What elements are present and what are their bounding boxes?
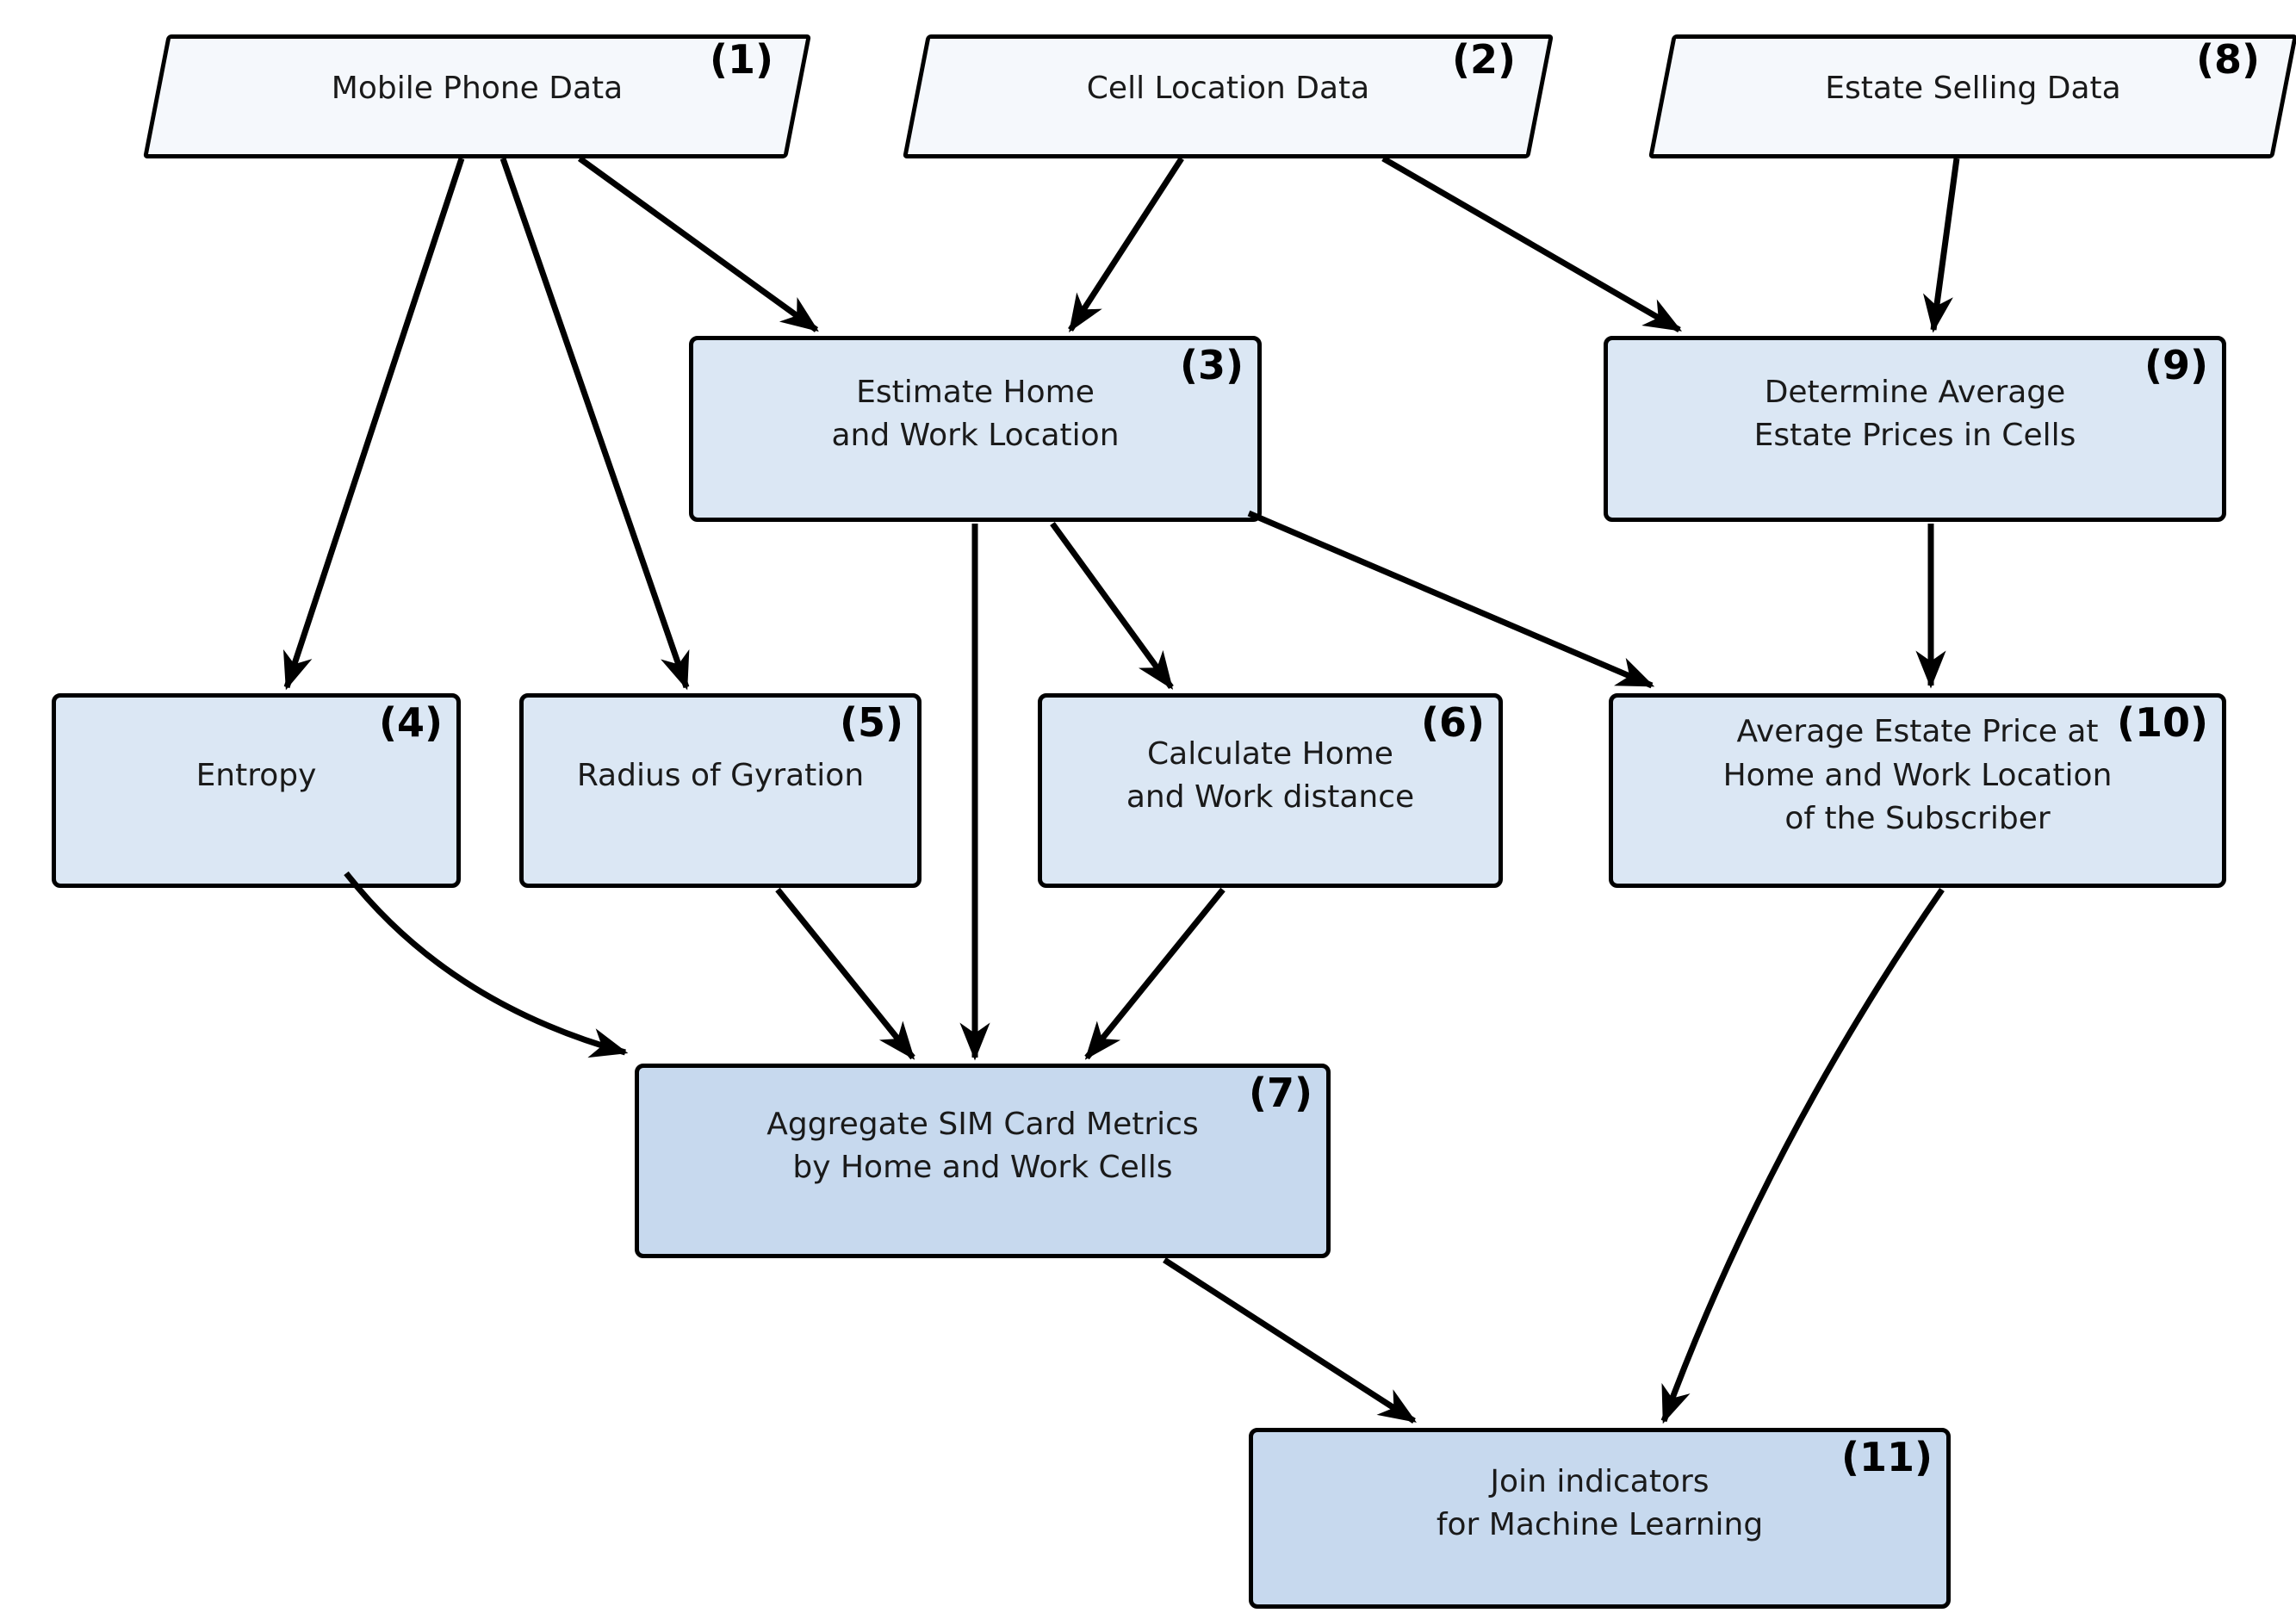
edge-mobile-phone-data-to-estimate-home-work-location [577, 156, 819, 332]
edge-cell-location-data-to-determine-average-estate-prices [1381, 155, 1683, 333]
node-content: Estate Selling Data [1660, 34, 2286, 158]
step-number-badge: (10) [2116, 699, 2208, 746]
edge-mobile-phone-data-to-entropy [282, 157, 465, 691]
edge-cell-location-data-to-estimate-home-work-location [1068, 157, 1184, 332]
step-number-badge: (8) [2195, 36, 2260, 83]
node-label: Determine Average Estate Prices in Cells [1753, 374, 2076, 453]
node-label: Radius of Gyration [576, 757, 865, 793]
step-number-badge: (4) [378, 699, 443, 746]
node-aggregate-sim-card-metrics: (7) Aggregate SIM Card Metrics by Home an… [635, 1064, 1331, 1258]
node-estate-selling-data: (8) Estate Selling Data [1648, 34, 2296, 158]
node-estimate-home-work-location: (3) Estimate Home and Work Location [689, 336, 1262, 522]
node-cell-location-data: (2) Cell Location Data [903, 34, 1554, 158]
node-calculate-home-work-distance: (6)Calculate Home and Work distance [1038, 693, 1503, 888]
node-label: Estate Selling Data [1825, 70, 2121, 106]
node-content: Aggregate SIM Card Metrics by Home and W… [639, 1068, 1326, 1254]
node-content: Radius of Gyration [524, 698, 917, 884]
step-number-badge: (7) [1248, 1070, 1312, 1116]
node-mobile-phone-data: (1) Mobile Phone Data [143, 34, 811, 158]
edge-estimate-home-work-location-to-calculate-home-work-distance [1050, 521, 1174, 690]
node-content: Determine Average Estate Prices in Cells [1608, 340, 2222, 518]
edge-radius-of-gyration-to-aggregate-sim-card-metrics [775, 887, 915, 1060]
node-determine-average-estate-prices: (9) Determine Average Estate Prices in Ce… [1604, 336, 2226, 522]
node-content: Average Estate Price at Home and Work Lo… [1613, 698, 2222, 884]
node-join-indicators-ml: (11) Join indicators for Machine Learning [1249, 1428, 1951, 1609]
edge-calculate-home-work-distance-to-aggregate-sim-card-metrics [1084, 887, 1226, 1060]
node-radius-of-gyration: (5) Radius of Gyration [519, 693, 922, 888]
node-entropy: (4) Entropy [52, 693, 461, 888]
node-label: Aggregate SIM Card Metrics by Home and W… [766, 1106, 1199, 1185]
node-label: Estimate Home and Work Location [831, 374, 1120, 453]
edge-average-estate-price-subscriber-to-join-indicators-ml [1660, 888, 1945, 1424]
step-number-badge: (5) [839, 699, 903, 746]
edge-estate-selling-data-to-determine-average-estate-prices [1923, 158, 1960, 333]
step-number-badge: (6) [1420, 699, 1485, 746]
step-number-badge: (11) [1840, 1434, 1933, 1480]
node-content: Estimate Home and Work Location [693, 340, 1257, 518]
node-content: Mobile Phone Data [155, 34, 799, 158]
edge-aggregate-sim-card-metrics-to-join-indicators-ml [1163, 1257, 1417, 1424]
node-label: Mobile Phone Data [331, 70, 624, 106]
node-content: Calculate Home and Work distance [1042, 698, 1499, 884]
edge-mobile-phone-data-to-radius-of-gyration [500, 157, 690, 691]
node-label: Entropy [195, 757, 317, 793]
node-label: Calculate Home and Work distance [1126, 735, 1415, 815]
node-content: Cell Location Data [915, 34, 1542, 158]
step-number-badge: (2) [1451, 36, 1516, 83]
node-label: Average Estate Price at Home and Work Lo… [1722, 714, 2113, 837]
node-content: Entropy [56, 698, 456, 884]
step-number-badge: (1) [709, 36, 773, 83]
node-average-estate-price-subscriber: (10)Average Estate Price at Home and Wor… [1609, 693, 2226, 888]
edge-estimate-home-work-location-to-average-estate-price-subscriber [1247, 510, 1655, 689]
edge-entropy-to-aggregate-sim-card-metrics [344, 871, 629, 1058]
step-number-badge: (9) [2144, 342, 2208, 388]
step-number-badge: (3) [1179, 342, 1244, 388]
node-label: Cell Location Data [1086, 70, 1370, 106]
node-label: Join indicators for Machine Learning [1436, 1463, 1764, 1542]
node-content: Join indicators for Machine Learning [1253, 1432, 1946, 1604]
